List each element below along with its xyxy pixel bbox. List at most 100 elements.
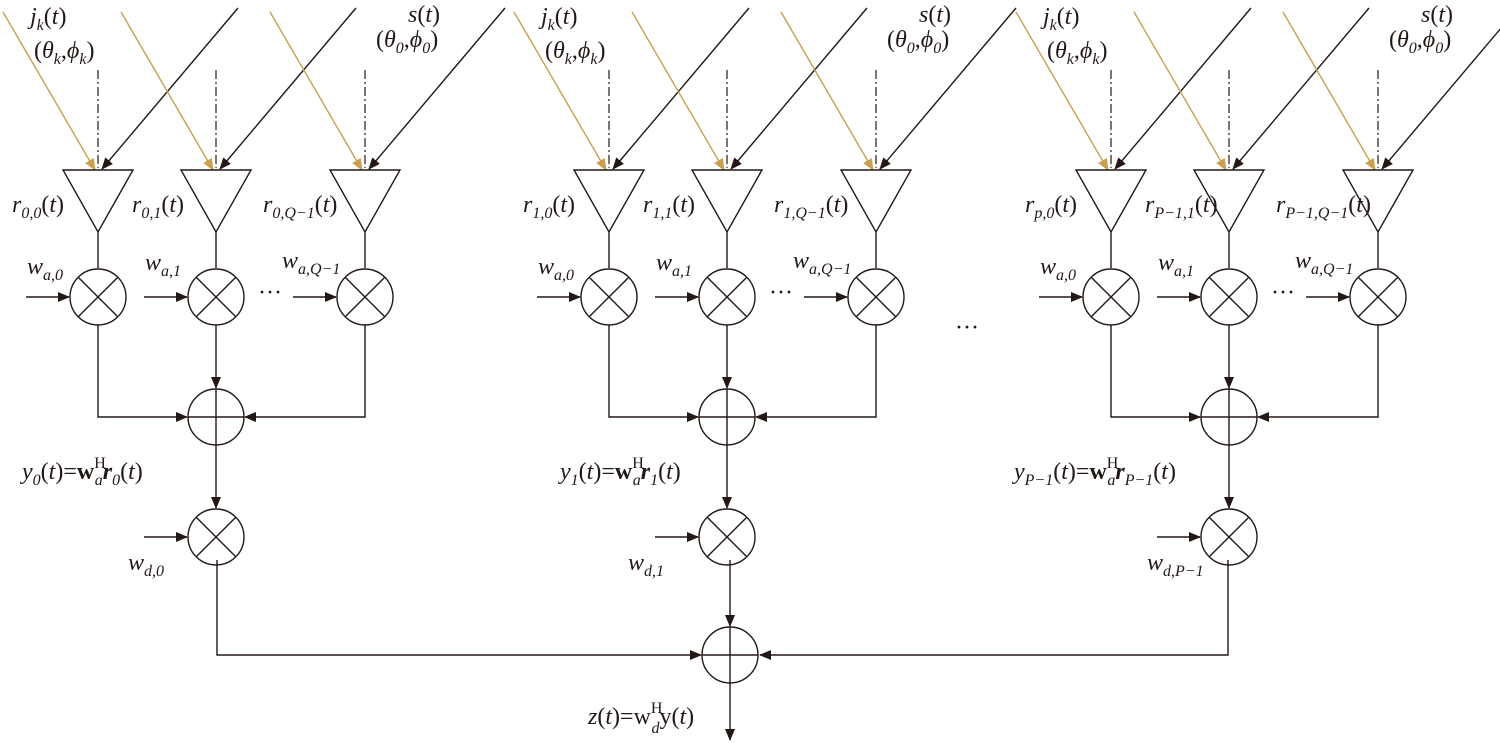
received-signal-label-0: r1,0(t) [523,192,575,222]
antenna-triangle-icon [328,169,402,234]
signal-ray-1 [219,7,357,170]
jammer-direction-label: (θk,ϕk) [1047,38,1107,68]
signal-label: s(t) [1421,2,1453,28]
digital-weight-multiplier-circle-times-icon [698,508,756,566]
multiplier-ellipsis: ··· [258,280,282,306]
analog-weight-label-2: wa,Q−1 [282,248,340,278]
multiplier-ellipsis: ··· [1271,280,1295,306]
signal-ray-1 [730,7,868,170]
weight-multiplier-circle-times-icon [336,268,394,326]
signal-direction-label: (θ0,ϕ0) [1389,27,1451,57]
antenna-triangle-icon [690,169,764,234]
received-signal-label-0: r0,0(t) [12,192,64,222]
sum-input-left [97,325,188,422]
subarray-adder-circle-plus-icon [1200,388,1258,446]
digital-weight-multiplier-circle-times-icon [1200,508,1258,566]
received-signal-label-0: rp,0(t) [1025,192,1077,222]
antenna-triangle-icon [61,169,135,234]
antenna-triangle-icon [572,169,646,234]
digital-weight-label: wd,P−1 [1147,550,1204,580]
subarray-blocks: jk(t)(θk,ϕk)s(t)(θ0,ϕ0)r0,0(t)wa,0r0,1(t… [2,2,1500,580]
digital-weight-multiplier-circle-times-icon [187,508,245,566]
signal-ray-2 [1381,28,1500,170]
weight-multiplier-circle-times-icon [1200,268,1258,326]
jammer-ray-2 [780,11,874,171]
subarray-block-0: jk(t) (θk,ϕk) s(t)(θ0,ϕ0) r0,0(t) wa,0 r0,1(t… [2,2,506,580]
jammer-ray-0 [2,11,96,171]
antenna-triangle-icon [179,169,253,234]
analog-weight-label-1: wa,1 [145,250,181,280]
branch-0-to-combiner-line [216,560,702,660]
analog-weight-label-0: wa,0 [1040,254,1076,284]
jammer-ray-1 [120,11,214,171]
between-blocks-ellipsis: ··· [955,315,979,341]
signal-label: s(t) [408,2,440,28]
digital-weight-label: wd,1 [628,550,664,580]
analog-weight-label-2: wa,Q−1 [1295,248,1353,278]
analog-weight-label-0: wa,0 [27,254,63,284]
antenna-triangle-icon [1074,169,1148,234]
subarray-adder-circle-plus-icon [187,388,245,446]
antenna-triangle-icon [839,169,913,234]
sum-input-right [244,325,366,422]
jammer-ray-0 [513,11,607,171]
weight-multiplier-circle-times-icon [187,268,245,326]
jammer-label: jk(t) [1040,4,1079,34]
weight-multiplier-circle-times-icon [698,268,756,326]
jammer-label: jk(t) [27,4,66,34]
analog-weight-label-1: wa,1 [1158,250,1194,280]
jammer-ray-1 [631,11,725,171]
received-signal-label-1: r1,1(t) [643,192,695,222]
digital-weight-label: wd,0 [128,550,164,580]
weight-multiplier-circle-times-icon [1349,268,1407,326]
signal-ray-2 [879,7,1017,170]
signal-label: s(t) [919,2,951,28]
received-signal-label-1: rP−1,1(t) [1145,192,1218,222]
signal-ray-1 [1232,7,1370,170]
sum-input-right [1257,325,1379,422]
subarray-block-2: jk(t) (θk,ϕk) s(t)(θ0,ϕ0) rp,0(t) wa,0 rP−1,1… [1012,2,1500,580]
signal-ray-2 [368,7,506,170]
jammer-ray-2 [1282,11,1376,171]
analog-weight-label-1: wa,1 [656,250,692,280]
received-signal-label-1: r0,1(t) [132,192,184,222]
signal-ray-0 [101,7,239,170]
weight-multiplier-circle-times-icon [847,268,905,326]
signal-direction-label: (θ0,ϕ0) [376,27,438,57]
signal-direction-label: (θ0,ϕ0) [887,27,949,57]
received-signal-label-2: r0,Q−1(t) [263,192,337,222]
received-signal-label-2: rP−1,Q−1(t) [1276,192,1371,222]
jammer-ray-1 [1133,11,1227,171]
jammer-ray-0 [1015,11,1109,171]
antenna-triangle-icon [1192,169,1266,234]
between-blocks-ellipsis-text: ··· [955,315,979,341]
analog-weight-label-2: wa,Q−1 [793,248,851,278]
received-signal-label-2: r1,Q−1(t) [774,192,848,222]
subarray-adder-circle-plus-icon [698,388,756,446]
analog-weight-label-0: wa,0 [538,254,574,284]
signal-ray-0 [1114,7,1252,170]
antenna-triangle-icon [1341,169,1415,234]
jammer-label: jk(t) [538,4,577,34]
weight-multiplier-circle-times-icon [69,268,127,326]
sum-input-left [1110,325,1201,422]
signal-ray-0 [612,7,750,170]
branch-2-to-combiner-line [759,560,1229,660]
multiplier-ellipsis: ··· [769,280,793,306]
sum-input-right [755,325,877,422]
weight-multiplier-circle-times-icon [580,268,638,326]
weight-multiplier-circle-times-icon [1082,268,1140,326]
subarray-block-1: jk(t) (θk,ϕk) s(t)(θ0,ϕ0) r1,0(t) wa,0 r1,1(t… [513,2,1017,580]
sum-input-left [608,325,699,422]
final-adder-circle-plus-icon [701,626,759,684]
jammer-ray-2 [269,11,363,171]
jammer-direction-label: (θk,ϕk) [545,38,605,68]
jammer-direction-label: (θk,ϕk) [34,38,94,68]
